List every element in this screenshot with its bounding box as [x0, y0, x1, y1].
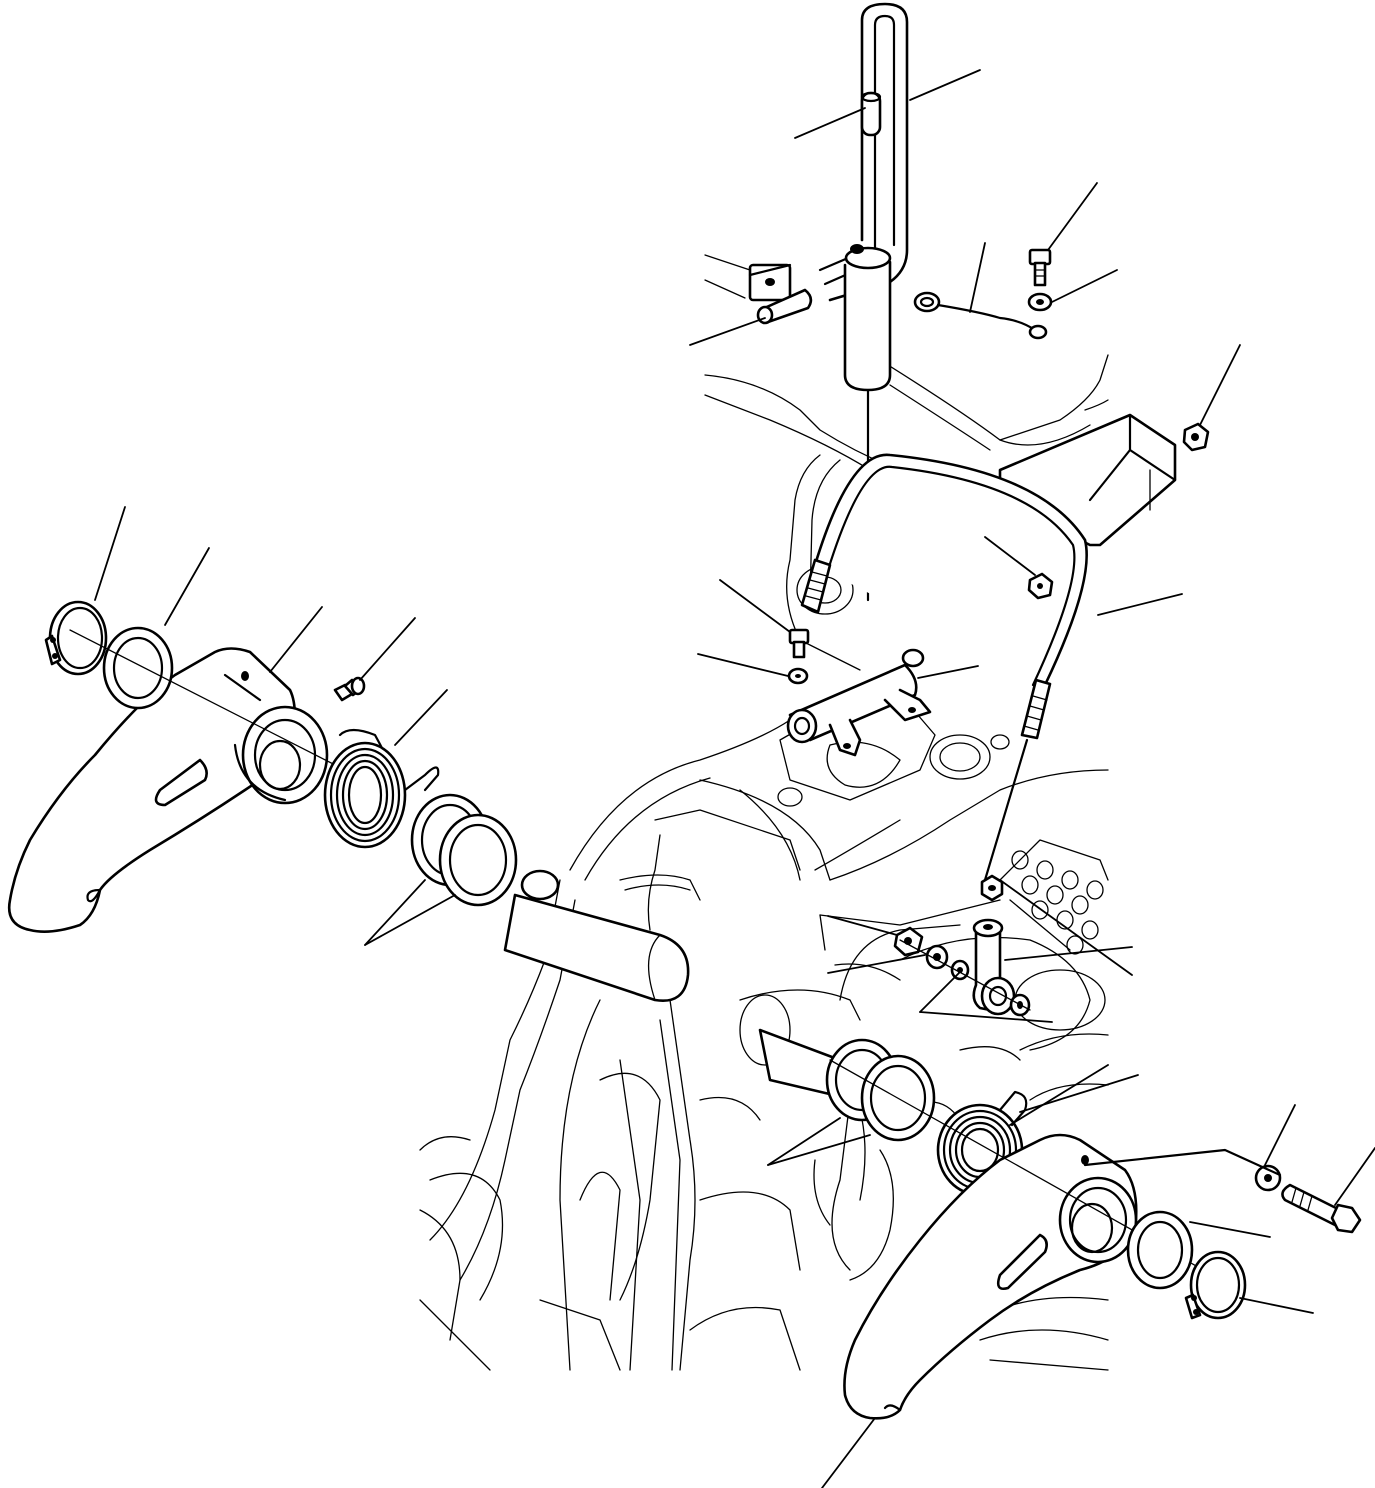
- leader-lines: [94, 69, 1375, 1488]
- torsion-spring-left: [323, 728, 440, 849]
- snap-ring-right: [1184, 1250, 1247, 1320]
- thrust-washer-right: [1126, 1210, 1194, 1290]
- lever: [818, 2, 909, 302]
- rod-end: [972, 874, 1016, 1016]
- swing-arm-right: [843, 1133, 1138, 1420]
- roller-shaft: [786, 648, 932, 757]
- washer-small: [787, 667, 809, 685]
- bolt-small: [788, 628, 810, 659]
- grease-fitting: [333, 676, 366, 702]
- u-bolt: [800, 453, 1088, 882]
- nut: [1182, 422, 1210, 452]
- side-bolt: [1083, 1148, 1362, 1234]
- shim-pair-right: [825, 1038, 936, 1142]
- cable: [913, 291, 1048, 340]
- snap-ring-left: [44, 600, 108, 676]
- perforations: [1011, 850, 1104, 955]
- thrust-washer-left: [102, 626, 174, 710]
- link-washer-set: [893, 926, 1031, 1017]
- grip-sleeve: [860, 91, 882, 137]
- axis-left: [69, 629, 346, 771]
- swing-arm-left: [7, 647, 329, 933]
- clamp: [748, 263, 813, 325]
- shim-pair-left: [410, 793, 518, 907]
- washer: [1027, 292, 1053, 312]
- bolt: [1028, 248, 1052, 287]
- u-bolt-nut: [1027, 572, 1054, 600]
